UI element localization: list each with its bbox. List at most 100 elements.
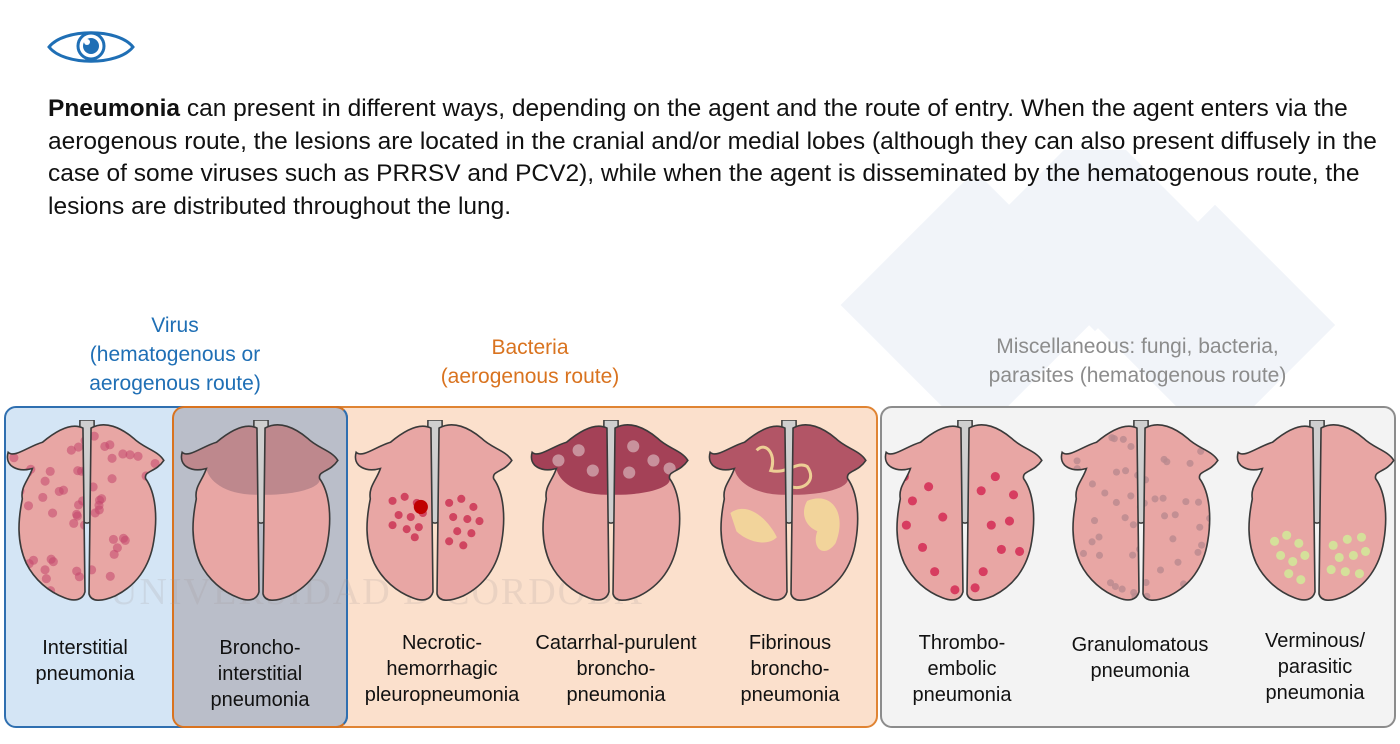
fibrin-deposit bbox=[730, 508, 777, 543]
granuloma bbox=[1088, 480, 1096, 488]
consolidation-area bbox=[265, 424, 338, 495]
granuloma bbox=[1197, 447, 1205, 455]
lesion-spot bbox=[19, 591, 29, 601]
right-lung-outline bbox=[790, 424, 867, 601]
purulent-focus bbox=[586, 464, 599, 477]
label-line: Interstitial bbox=[42, 637, 128, 659]
label-line: embolic bbox=[927, 658, 997, 680]
granuloma bbox=[1194, 548, 1202, 556]
purulent-focus bbox=[572, 444, 585, 457]
right-lung-outline bbox=[1318, 424, 1395, 601]
granuloma bbox=[1122, 467, 1130, 475]
right-lung-outline bbox=[612, 424, 689, 601]
lung-diagram bbox=[884, 420, 1043, 601]
left-lung bbox=[885, 426, 963, 600]
lesions bbox=[181, 424, 338, 495]
label-line: pneumonia bbox=[566, 684, 666, 706]
lesion-spot bbox=[40, 565, 50, 575]
granuloma bbox=[1136, 545, 1144, 553]
embolic-focus bbox=[1004, 516, 1015, 526]
lung-label-granulomatous: Granulomatous pneumonia bbox=[1055, 632, 1225, 684]
embolic-focus bbox=[901, 520, 911, 530]
granuloma bbox=[1095, 551, 1104, 559]
granuloma bbox=[1068, 491, 1076, 499]
lesion-spot bbox=[108, 534, 118, 544]
lesion-spot bbox=[406, 513, 415, 522]
eye-icon bbox=[47, 31, 135, 63]
lesion-spot bbox=[453, 527, 462, 536]
left-lung bbox=[7, 426, 85, 600]
granuloma bbox=[1129, 521, 1137, 529]
lesion-spot bbox=[73, 442, 84, 452]
lesions bbox=[709, 424, 866, 551]
parasitic-lesion bbox=[1354, 569, 1365, 579]
label-line: Necrotic- bbox=[401, 632, 482, 654]
lesion-spot bbox=[41, 574, 51, 584]
parasitic-lesion bbox=[1334, 552, 1344, 563]
label-line: pneumonia bbox=[35, 663, 135, 685]
label-line: Catarrhal-purulent bbox=[535, 632, 697, 654]
granuloma bbox=[1174, 558, 1182, 566]
lung-diagram bbox=[1060, 420, 1219, 601]
label-line: interstitial bbox=[217, 663, 303, 685]
parasitic-lesion bbox=[1328, 540, 1338, 550]
lesion-spot bbox=[445, 498, 454, 507]
lesion-spot bbox=[107, 453, 117, 463]
consolidation-area bbox=[709, 426, 785, 495]
lung-label-broncho-interstitial: Broncho- interstitial pneumonia bbox=[185, 635, 335, 713]
hemorrhage-focus bbox=[413, 499, 428, 515]
purulent-focus bbox=[663, 462, 676, 475]
lesion-spot bbox=[74, 572, 84, 582]
granuloma bbox=[1101, 489, 1109, 497]
granuloma bbox=[1159, 494, 1167, 502]
virus-title-line: aerogenous route) bbox=[89, 372, 261, 395]
lesion-spot bbox=[118, 449, 128, 459]
lesion-spot bbox=[107, 474, 117, 484]
lesion-spot bbox=[89, 431, 99, 441]
granuloma bbox=[1072, 574, 1080, 582]
lesion-spot bbox=[66, 445, 76, 455]
lesion-spot bbox=[112, 543, 122, 553]
granuloma bbox=[1127, 442, 1135, 451]
watermark-text: UNIVERSIDAD D CORDOBA bbox=[110, 571, 644, 613]
lung-label-catarrhal-purulent: Catarrhal-purulent broncho- pneumonia bbox=[520, 630, 712, 708]
lesion-spot bbox=[31, 433, 41, 443]
lesion-spot bbox=[100, 441, 110, 451]
right-lung-outline bbox=[88, 424, 165, 601]
lesion-spot bbox=[414, 523, 423, 532]
parasitic-lesion bbox=[1282, 530, 1292, 540]
embolic-focus bbox=[976, 486, 986, 496]
lesion-spot bbox=[45, 466, 55, 476]
lesion-spot bbox=[146, 570, 156, 580]
label-line: pleuropneumonia bbox=[364, 684, 520, 706]
granuloma bbox=[1195, 585, 1203, 593]
lesion-spot bbox=[30, 427, 40, 437]
label-line: broncho- bbox=[750, 658, 830, 680]
lesion-spot bbox=[445, 537, 454, 546]
embolic-focus bbox=[907, 496, 917, 506]
granuloma bbox=[1073, 465, 1081, 473]
parasitic-lesion bbox=[1276, 550, 1286, 561]
lung-label-interstitial: Interstitial pneumonia bbox=[10, 635, 160, 687]
lesion-spot bbox=[148, 588, 158, 598]
left-lung-outline bbox=[530, 425, 610, 601]
right-lung-outline bbox=[262, 424, 339, 601]
lung-diagram bbox=[708, 420, 867, 601]
intro-text: can present in different ways, depending… bbox=[48, 95, 1377, 220]
lung-label-fibrinous: Fibrinous broncho- pneumonia bbox=[715, 630, 865, 708]
purulent-focus bbox=[623, 466, 636, 479]
label-line: Verminous/ bbox=[1264, 630, 1366, 652]
right-lung-outline bbox=[436, 424, 513, 601]
granuloma bbox=[1196, 523, 1204, 531]
lesion-spot bbox=[125, 450, 135, 460]
granuloma bbox=[1095, 533, 1103, 541]
granuloma bbox=[1078, 577, 1086, 585]
parasitic-lesion bbox=[1342, 534, 1352, 544]
lesion-spot bbox=[410, 533, 419, 542]
lesion-spot bbox=[402, 525, 411, 534]
parasitic-lesion bbox=[1269, 536, 1280, 546]
parasitic-lesion bbox=[1294, 538, 1304, 548]
left-lung-outline bbox=[354, 425, 434, 601]
embolic-focus bbox=[978, 567, 988, 577]
left-lung-outline bbox=[1060, 425, 1140, 601]
